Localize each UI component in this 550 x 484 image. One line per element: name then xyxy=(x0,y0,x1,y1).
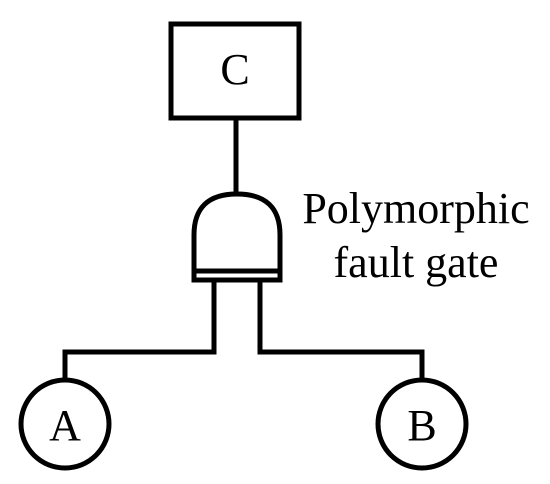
basic-event-b: B xyxy=(375,377,469,471)
top-event-label: C xyxy=(220,45,249,94)
basic-event-a-label: A xyxy=(49,401,81,450)
basic-event-b-label: B xyxy=(407,401,436,450)
top-event-box xyxy=(168,21,302,121)
basic-event-b-circle xyxy=(375,377,469,471)
line-gate-to-a xyxy=(62,280,217,380)
polymorphic-gate xyxy=(191,191,283,283)
gate-label-line1: Polymorphic xyxy=(302,184,529,233)
basic-event-a-circle xyxy=(18,377,112,471)
basic-event-a: A xyxy=(18,377,112,471)
line-gate-to-b xyxy=(257,280,425,380)
gate-shape xyxy=(191,191,283,283)
top-event: C xyxy=(168,21,302,121)
connector-lines xyxy=(62,118,425,380)
gate-label-line2: fault gate xyxy=(334,238,499,287)
